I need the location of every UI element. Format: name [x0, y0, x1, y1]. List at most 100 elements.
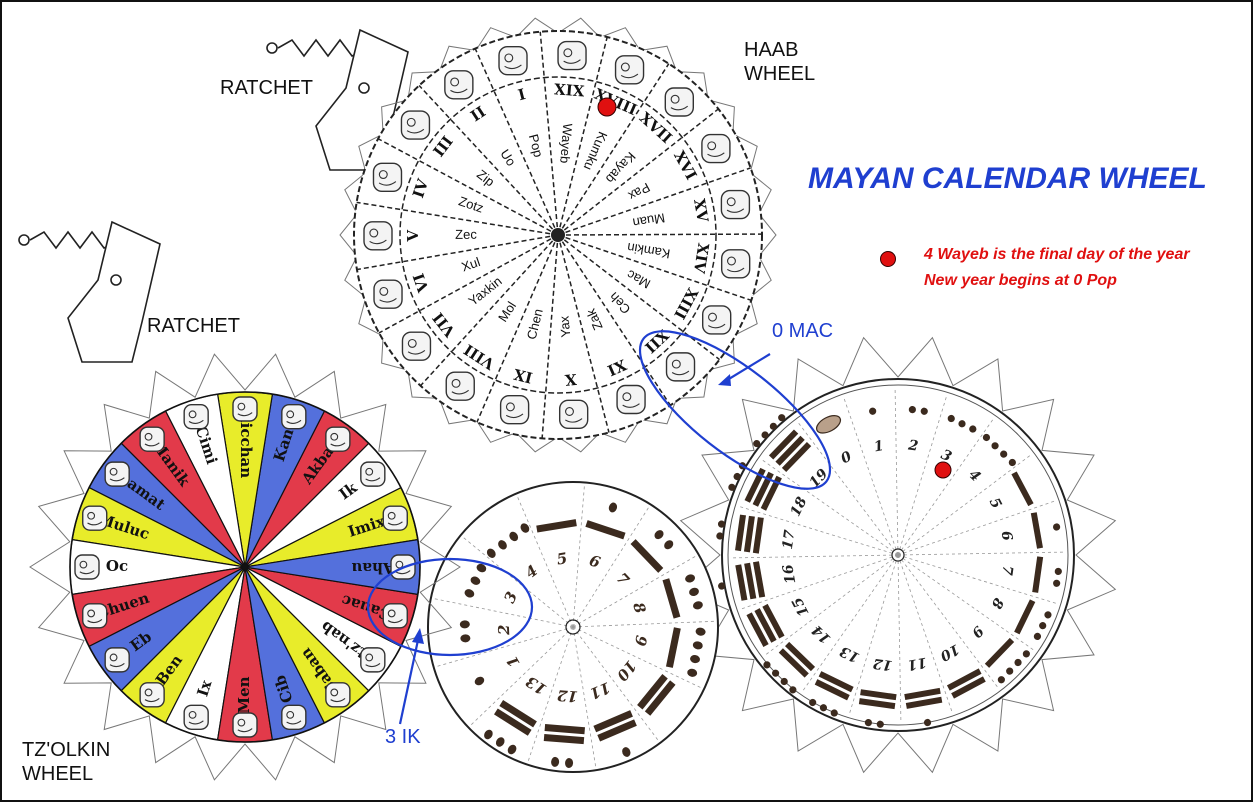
tzolkin-glyph-icon-stroke — [395, 570, 411, 575]
ratchet-spring — [277, 38, 371, 58]
tzolkin-glyph-icon-detail — [188, 410, 197, 419]
wheel20-dot — [958, 420, 966, 428]
wheel20-dot — [997, 676, 1005, 684]
wheel20-hub — [891, 548, 905, 562]
wheel20-dot — [1000, 450, 1008, 458]
haab-inner-ring — [399, 76, 717, 394]
wheel13-bar — [585, 520, 626, 540]
wheel20-maya-numeral — [947, 414, 977, 433]
haab-divider — [557, 234, 610, 433]
legend-line-1: 4 Wayeb is the final day of the year — [924, 246, 1190, 263]
haab-glyph-icon — [701, 305, 732, 335]
haab-glyph-icon-stroke — [670, 105, 689, 111]
wheel20-dot — [830, 709, 838, 717]
tzolkin-glyph-icon — [232, 712, 258, 738]
haab-divider — [539, 31, 559, 236]
tzolkin-glyph-icon — [360, 647, 386, 673]
wheel20-dot — [876, 720, 884, 728]
tzolkin-glyph-icon-detail — [237, 718, 246, 727]
wheel20-dot — [908, 405, 916, 414]
wheel20-spoke — [737, 505, 899, 556]
haab-glyph-icon — [557, 40, 587, 71]
wheel20-bar — [743, 515, 755, 553]
wheel20-bar — [984, 637, 1015, 668]
ratchet-spring — [29, 230, 123, 250]
tzolkin-glyph-icon-stroke — [237, 412, 253, 417]
wheel20-spoke — [897, 554, 954, 714]
wheel13-dot — [622, 747, 631, 757]
wheel20-maya-numeral — [763, 641, 816, 694]
wheel20-dot — [780, 677, 788, 686]
wheel20-bar — [1014, 599, 1036, 635]
wheel20-bar — [946, 668, 982, 691]
wheel13-hub — [565, 619, 581, 635]
tzolkin-glyph-icon-stroke — [365, 477, 381, 482]
wheel20-dot — [763, 661, 771, 669]
tzolkin-glyph-icon-stroke — [365, 663, 381, 668]
tzolkin-glyph-icon-stroke — [286, 419, 302, 424]
wheel20-number: 16 — [780, 563, 799, 585]
wheel13-dot — [689, 587, 699, 596]
tzolkin-glyph-icon — [139, 426, 165, 452]
wheel20-dot — [1052, 523, 1061, 531]
wheel20-bar — [904, 687, 941, 701]
wheel20-maya-numeral — [869, 407, 877, 415]
haab-glyph-icon-detail — [406, 117, 416, 127]
wheel13-maya-numeral — [459, 620, 471, 643]
haab-glyph-icon-stroke — [378, 181, 397, 186]
haab-glyph-icon-detail — [504, 53, 514, 63]
wheel13-dot — [484, 729, 493, 740]
haab-glyph-icon-stroke — [708, 323, 726, 329]
tzolkin-glyph-icon — [325, 682, 351, 708]
tzolkin-glyph-icon-detail — [387, 511, 396, 520]
tzolkin-glyph-icon-stroke — [144, 442, 160, 447]
mac-highlight-ellipse — [638, 330, 832, 490]
tzolkin-glyph-icon-detail — [330, 688, 339, 697]
callout-overlays — [366, 330, 832, 725]
wheel20-bar — [905, 696, 943, 709]
haab-month-label: Pop — [526, 133, 546, 159]
ratchet-top-label: RATCHET — [220, 77, 313, 99]
wheel20-spoke — [897, 499, 1057, 556]
tzolkin-glyph-icon-detail — [144, 688, 153, 697]
wheel20-spoke — [897, 551, 1066, 556]
haab-glyph-icon-detail — [707, 141, 717, 151]
wheel13-bar — [543, 733, 585, 745]
wheel20-bar — [768, 429, 799, 460]
tzolkin-day-label: Ix — [193, 677, 215, 699]
wheel13-dot — [464, 589, 475, 598]
haab-glyph-icon — [720, 249, 751, 279]
wheel20-bar — [735, 564, 748, 601]
wheel20-maya-numeral — [809, 671, 854, 717]
haab-divider — [419, 234, 559, 387]
wheel13-dot — [685, 574, 696, 583]
wheel20-bar — [781, 441, 812, 473]
wheel20-bar — [744, 562, 757, 600]
wheel20-number: 13 — [837, 642, 862, 665]
wheel13-bar — [499, 700, 537, 728]
ik-arrowhead-icon — [412, 628, 424, 644]
wheel13-number: 9 — [631, 634, 651, 648]
haab-divider — [557, 234, 671, 406]
haab-divider — [557, 233, 763, 236]
wheel20-number: 11 — [906, 654, 928, 673]
wheel13-dot — [565, 758, 574, 769]
wheel13-dot — [476, 563, 487, 573]
wheel20-dot — [819, 704, 828, 712]
haab-glyph-icon-detail — [671, 359, 681, 369]
haab-divider — [557, 234, 752, 302]
wheel20-maya-numeral — [908, 405, 928, 415]
wheel20-bar — [860, 689, 897, 701]
wheel20-dot — [733, 472, 741, 481]
wheel20-bar — [760, 475, 782, 511]
ratchet-lever — [67, 220, 161, 363]
haab-glyph-icon-stroke — [505, 413, 524, 419]
haab-glyph-icon — [401, 331, 432, 361]
tzolkin-glyph-icon-detail — [365, 653, 374, 662]
wheel20-spoke — [897, 453, 1033, 556]
wheel20-dot — [969, 425, 977, 433]
haab-glyph-icon-detail — [407, 338, 417, 348]
